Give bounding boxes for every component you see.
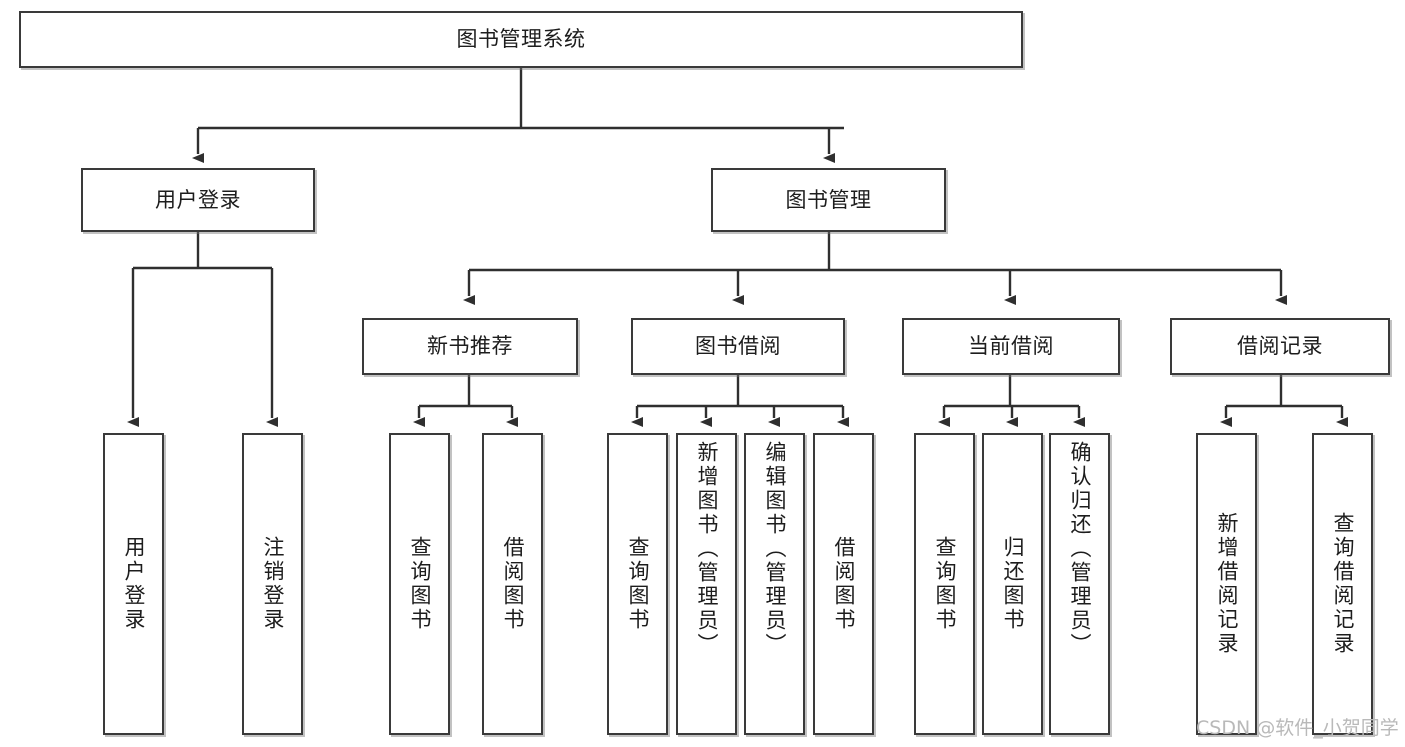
node-label: 图书管理 bbox=[785, 187, 872, 212]
node-label: 查询借阅记录 bbox=[1331, 512, 1355, 656]
node-user-login[interactable]: 用户登录 bbox=[81, 168, 315, 232]
node-leaf-current-query-book[interactable]: 查询图书 bbox=[914, 433, 975, 735]
node-label: 新增图书（管理员） bbox=[695, 441, 719, 657]
node-label: 查询图书 bbox=[408, 536, 432, 632]
node-label: 确认归还（管理员） bbox=[1068, 441, 1092, 657]
node-root-book-management-system[interactable]: 图书管理系统 bbox=[19, 11, 1023, 68]
node-label: 借阅图书 bbox=[832, 536, 856, 632]
node-label: 借阅图书 bbox=[501, 536, 525, 632]
node-label: 归还图书 bbox=[1001, 536, 1025, 632]
node-label: 新书推荐 bbox=[427, 334, 513, 359]
node-label: 图书管理系统 bbox=[456, 27, 586, 52]
node-current-borrow[interactable]: 当前借阅 bbox=[902, 318, 1120, 375]
node-leaf-current-return-book[interactable]: 归还图书 bbox=[982, 433, 1043, 735]
node-book-management[interactable]: 图书管理 bbox=[711, 168, 946, 232]
node-label: 用户登录 bbox=[122, 536, 146, 632]
node-label: 图书借阅 bbox=[695, 334, 781, 359]
node-book-borrow[interactable]: 图书借阅 bbox=[631, 318, 845, 375]
node-leaf-user-login-login[interactable]: 用户登录 bbox=[103, 433, 164, 735]
node-new-book-recommendation[interactable]: 新书推荐 bbox=[362, 318, 578, 375]
node-label: 注销登录 bbox=[261, 536, 285, 632]
node-leaf-record-query-borrow-record[interactable]: 查询借阅记录 bbox=[1312, 433, 1373, 735]
node-label: 查询图书 bbox=[626, 536, 650, 632]
node-label: 编辑图书（管理员） bbox=[763, 441, 787, 657]
node-label: 当前借阅 bbox=[968, 334, 1054, 359]
node-label: 借阅记录 bbox=[1237, 334, 1323, 359]
node-borrow-record[interactable]: 借阅记录 bbox=[1170, 318, 1390, 375]
node-leaf-new-book-query[interactable]: 查询图书 bbox=[389, 433, 450, 735]
node-label: 查询图书 bbox=[933, 536, 957, 632]
node-label: 新增借阅记录 bbox=[1215, 512, 1239, 656]
node-leaf-new-book-borrow[interactable]: 借阅图书 bbox=[482, 433, 543, 735]
node-leaf-borrow-edit-book-admin[interactable]: 编辑图书（管理员） bbox=[744, 433, 805, 735]
node-leaf-user-login-logout[interactable]: 注销登录 bbox=[242, 433, 303, 735]
node-leaf-borrow-query-book[interactable]: 查询图书 bbox=[607, 433, 668, 735]
node-leaf-borrow-add-book-admin[interactable]: 新增图书（管理员） bbox=[676, 433, 737, 735]
node-leaf-current-confirm-return-admin[interactable]: 确认归还（管理员） bbox=[1049, 433, 1110, 735]
node-leaf-borrow-borrow-book[interactable]: 借阅图书 bbox=[813, 433, 874, 735]
node-label: 用户登录 bbox=[155, 187, 241, 212]
node-leaf-record-add-borrow-record[interactable]: 新增借阅记录 bbox=[1196, 433, 1257, 735]
